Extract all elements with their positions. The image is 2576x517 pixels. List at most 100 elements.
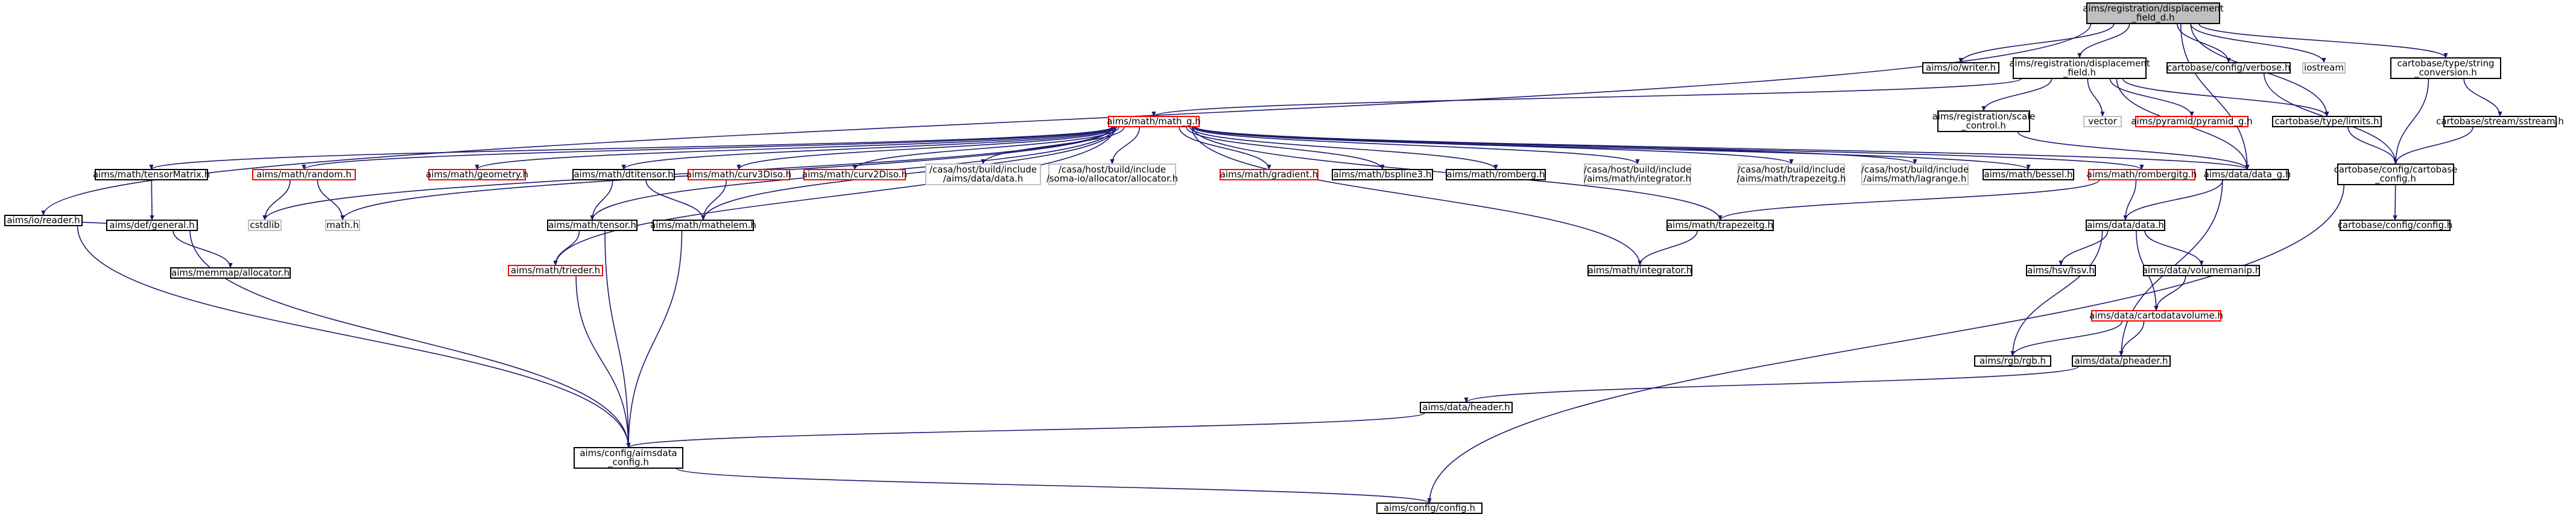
edge-datah-to-volumemanip (2144, 230, 2204, 266)
node-curv2diso[interactable]: aims/math/curv2Diso.h (802, 169, 907, 180)
node-romberg[interactable]: aims/math/romberg.h (1446, 169, 1546, 180)
node-aimsconfig[interactable]: aims/config/config.h (1376, 503, 1483, 514)
node-tensormatrix[interactable]: aims/math/tensorMatrix.h (93, 169, 210, 180)
node-rgb-label-0: aims/rgb/rgb.h (1979, 355, 2046, 366)
node-datag-label-0: aims/data/data_g.h (2204, 169, 2291, 180)
node-root-label-0: aims/registration/displacement (2083, 3, 2224, 14)
node-cstdlib-box (248, 220, 282, 231)
node-casatrapezeitg[interactable]: /casa/host/build/include/aims/math/trape… (1736, 163, 1846, 185)
edge-mathg-to-curv3diso (736, 126, 1118, 170)
node-dtitensor[interactable]: aims/math/dtitensor.h (572, 169, 675, 180)
edge-root-to-strconv (2198, 23, 2448, 59)
node-dispfield[interactable]: aims/registration/displacement_field.h (2009, 57, 2150, 79)
node-datag-box (2206, 169, 2289, 180)
node-pyramidg[interactable]: aims/pyramid/pyramid_g.h (2131, 116, 2253, 127)
node-datah-box (2086, 220, 2165, 231)
node-bspline3-box (1332, 169, 1433, 180)
node-datag[interactable]: aims/data/data_g.h (2204, 169, 2291, 180)
node-cstdlib[interactable]: cstdlib (248, 220, 282, 231)
edge-trapezeitg-to-integrator (1638, 230, 1698, 266)
node-rombergitg-label-0: aims/math/rombergitg.h (2087, 169, 2197, 180)
node-ioreader-label-0: aims/io/reader.h (7, 215, 80, 226)
node-ioreader[interactable]: aims/io/reader.h (4, 215, 83, 226)
node-rgb[interactable]: aims/rgb/rgb.h (1974, 355, 2051, 367)
node-casadata[interactable]: /casa/host/build/include/aims/data/data.… (925, 163, 1041, 185)
node-integrator[interactable]: aims/math/integrator.h (1587, 265, 1692, 276)
node-iowriter[interactable]: aims/io/writer.h (1922, 62, 1999, 74)
edge-datag-to-datah (2123, 179, 2224, 221)
node-integrator-box (1587, 265, 1692, 276)
node-gradient[interactable]: aims/math/gradient.h (1220, 169, 1318, 180)
node-sstream-label-0: cartobase/stream/sstream.h (2436, 116, 2564, 127)
node-header-label-0: aims/data/header.h (1422, 402, 1510, 413)
node-mathelem-label-0: aims/math/mathelem.h (650, 220, 756, 230)
node-aimsconfig-label-0: aims/config/config.h (1384, 503, 1475, 513)
node-cartodatavolume[interactable]: aims/data/cartodatavolume.h (2089, 310, 2223, 322)
node-memmap[interactable]: aims/memmap/allocator.h (170, 267, 291, 279)
node-iowriter-box (1922, 62, 1999, 74)
node-trapezeitg[interactable]: aims/math/trapezeitg.h (1666, 220, 1774, 231)
node-casaintegrator[interactable]: /casa/host/build/include/aims/math/integ… (1584, 163, 1691, 185)
node-header[interactable]: aims/data/header.h (1420, 402, 1513, 413)
edge-pheader-to-header (1464, 366, 2080, 403)
node-gradient-box (1220, 169, 1318, 180)
node-casadata-label-0: /casa/host/build/include (929, 164, 1037, 175)
node-bessel-label-0: aims/math/bessel.h (1984, 169, 2072, 180)
node-tensormatrix-box (95, 169, 208, 180)
node-trieder[interactable]: aims/math/trieder.h (508, 265, 603, 276)
node-bessel-box (1983, 169, 2074, 180)
node-mathelem[interactable]: aims/math/mathelem.h (650, 220, 756, 231)
node-aimsdataconfig[interactable]: aims/config/aimsdata_config.h (574, 447, 683, 469)
node-scalectl[interactable]: aims/registration/scale_control.h (1932, 110, 2036, 132)
node-random[interactable]: aims/math/random.h (252, 169, 356, 180)
node-mathg-label-0: aims/math/math_g.h (1107, 116, 1201, 127)
node-bessel[interactable]: aims/math/bessel.h (1983, 169, 2074, 180)
edges-layer (41, 23, 2502, 504)
node-iostream[interactable]: iostream (2302, 62, 2346, 74)
node-root[interactable]: aims/registration/displacement_field_d.h (2083, 2, 2224, 24)
node-defgeneral[interactable]: aims/def/general.h (106, 220, 198, 231)
edge-random-to-mathh (317, 179, 345, 221)
node-volumemanip[interactable]: aims/data/volumemanip.h (2142, 265, 2261, 276)
node-rombergitg[interactable]: aims/math/rombergitg.h (2087, 169, 2197, 180)
node-mathh[interactable]: math.h (325, 220, 360, 231)
node-datah[interactable]: aims/data/data.h (2086, 220, 2165, 231)
node-cartoconfig[interactable]: cartobase/config/cartobase_config.h (2334, 163, 2458, 185)
node-casalagrange[interactable]: /casa/host/build/include/aims/math/lagra… (1861, 163, 1969, 185)
node-sstream[interactable]: cartobase/stream/sstream.h (2436, 116, 2564, 127)
node-rombergitg-box (2088, 169, 2195, 180)
node-iostream-box (2302, 62, 2346, 74)
node-geometry[interactable]: aims/math/geometry.h (426, 169, 528, 180)
edge-limits-to-cartoconfig (2347, 126, 2398, 165)
node-cartoconfig-label-0: cartobase/config/cartobase (2334, 164, 2458, 175)
node-bspline3[interactable]: aims/math/bspline3.h (1332, 169, 1433, 180)
node-tensor-box (547, 220, 638, 231)
node-strconv[interactable]: cartobase/type/string_conversion.h (2390, 57, 2501, 79)
node-pheader-label-0: aims/data/pheader.h (2075, 355, 2168, 366)
node-tensor[interactable]: aims/math/tensor.h (547, 220, 638, 231)
edge-root-to-dispfield (2077, 23, 2130, 59)
node-mathg[interactable]: aims/math/math_g.h (1107, 116, 1201, 127)
node-dispfield-box (2013, 57, 2147, 79)
edge-tensor-to-trieder (553, 230, 580, 266)
edge-cartoconfig-to-carto_config (2393, 184, 2397, 221)
node-curv3diso[interactable]: aims/math/curv3Diso.h (686, 169, 791, 180)
node-pheader[interactable]: aims/data/pheader.h (2072, 355, 2171, 367)
edge-dtitensor-to-mathelem (645, 179, 706, 221)
edge-cartodatavolume-to-pheader (2119, 320, 2145, 357)
edge-datah-to-hsv (2059, 230, 2109, 266)
node-cartoconfig-label-1: _config.h (2375, 173, 2416, 185)
node-mathh-box (325, 220, 360, 231)
edge-tensormatrix-to-defgeneral (150, 179, 154, 221)
node-carto_config[interactable]: cartobase/config/config.h (2338, 220, 2453, 231)
node-vector[interactable]: vector (2083, 116, 2122, 127)
node-ioreader-box (4, 215, 83, 226)
node-casaalloc[interactable]: /casa/host/build/include/soma-io/allocat… (1046, 163, 1178, 185)
node-casaintegrator-label-1: /aims/math/integrator.h (1584, 173, 1691, 184)
edge-strconv-to-sstream (2463, 78, 2502, 117)
edge-root-to-iowriter (1958, 23, 2115, 63)
node-limits[interactable]: cartobase/type/limits.h (2272, 116, 2382, 127)
node-hsv[interactable]: aims/hsv/hsv.h (2026, 265, 2096, 276)
node-verbose[interactable]: cartobase/config/verbose.h (2166, 62, 2291, 74)
